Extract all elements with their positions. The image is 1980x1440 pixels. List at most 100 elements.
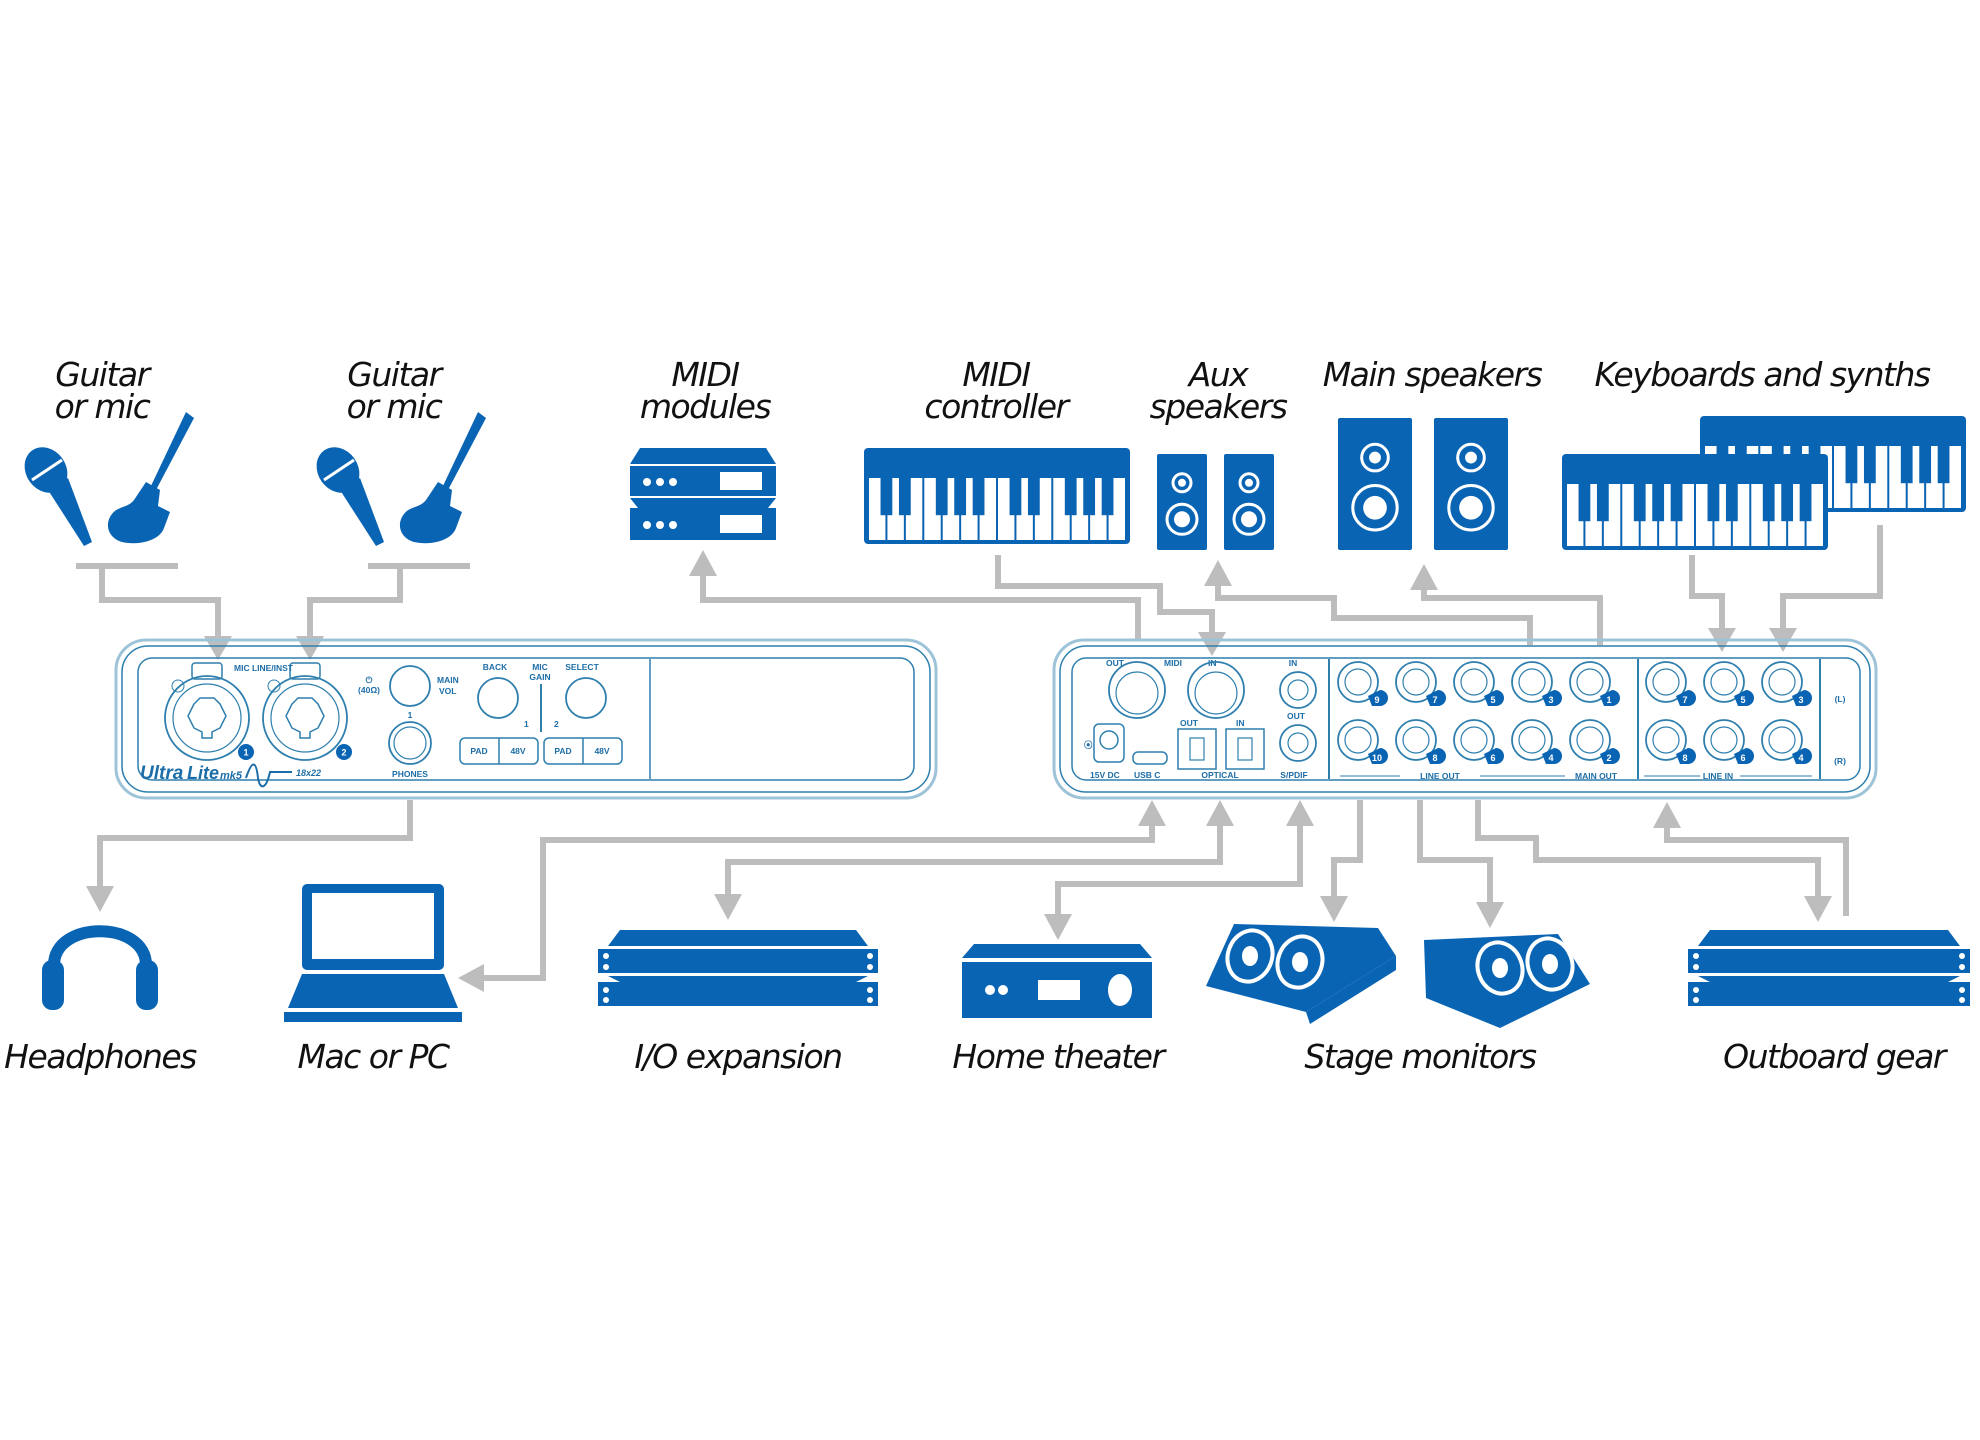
wire-keyboard-1: [1689, 555, 1725, 632]
midi-label: MIDI: [1164, 658, 1182, 668]
midi-in-port[interactable]: [1187, 661, 1245, 719]
optical-in-port[interactable]: [1225, 728, 1265, 770]
trs-jack[interactable]: 5: [1703, 661, 1754, 706]
trs-jack[interactable]: 1: [1569, 661, 1620, 706]
speaker-cabinet: [1434, 418, 1508, 550]
spdif-in-port[interactable]: [1279, 671, 1317, 709]
combo-input-2[interactable]: 2: [262, 662, 352, 761]
jack-inner: [1344, 668, 1372, 696]
trs-jack[interactable]: 3: [1761, 661, 1812, 706]
woofer: [1447, 484, 1495, 532]
spdif-label: S/PDIF: [1280, 770, 1307, 780]
svg-text:Ultra: Ultra: [140, 763, 184, 784]
main-volume-knob[interactable]: [389, 665, 431, 707]
jack-inner: [1652, 726, 1680, 754]
phantom-button-2[interactable]: 48V: [594, 746, 609, 756]
trs-jack[interactable]: 10: [1337, 719, 1388, 764]
arrow-down: [1198, 632, 1226, 656]
rack-screw: [603, 964, 609, 970]
tweeter-center: [1369, 451, 1381, 464]
back-knob[interactable]: [477, 677, 519, 719]
device-midi-controller: MIDI controller: [864, 355, 1130, 544]
rack-unit-icon: [598, 930, 878, 1006]
jack-inner: [1710, 668, 1738, 696]
device-label: Guitar: [347, 355, 444, 394]
tweeter: [1456, 442, 1486, 473]
arrow-down: [1804, 896, 1832, 922]
device-guitar-mic-2: Guitar or mic: [316, 355, 486, 546]
power-input[interactable]: [1093, 723, 1125, 763]
channel-1-label: 1: [524, 719, 529, 729]
jack-outer: [1645, 719, 1687, 761]
black-key: [972, 478, 985, 516]
rack-screw: [1693, 964, 1699, 970]
woofer: [1351, 484, 1399, 532]
trs-jack[interactable]: 3: [1511, 661, 1562, 706]
jack-outer: [1511, 661, 1553, 703]
pad-button-2[interactable]: PAD: [554, 746, 571, 756]
arrow-up: [1204, 560, 1232, 586]
arrow-down: [1476, 902, 1504, 928]
wire-io-expansion: [725, 820, 1223, 898]
device-label: Headphones: [4, 1037, 197, 1076]
device-headphones: Headphones: [4, 925, 199, 1076]
usb-c-port[interactable]: [1132, 751, 1168, 765]
svg-text:mk5: mk5: [220, 770, 243, 782]
trs-jack[interactable]: 7: [1645, 661, 1696, 706]
microphone-icon: [316, 447, 384, 546]
woofer: [1232, 502, 1266, 536]
svg-text:1: 1: [243, 748, 248, 758]
black-key: [1725, 484, 1738, 522]
jack-outer: [1395, 719, 1437, 761]
device-label: Stage monitors: [1304, 1037, 1536, 1076]
black-key: [1781, 484, 1794, 522]
trs-jack[interactable]: 4: [1761, 719, 1812, 764]
trs-jack[interactable]: 2: [1569, 719, 1620, 764]
device-label: Aux: [1187, 355, 1249, 394]
wire-stage-monitor-1: [1331, 800, 1363, 900]
power-icon: ⏻: [366, 675, 374, 685]
rack-screw: [867, 964, 873, 970]
spdif-out-port[interactable]: [1279, 724, 1317, 762]
select-knob[interactable]: [565, 677, 607, 719]
arrow-up: [1206, 800, 1234, 826]
arrow-down: [204, 636, 232, 660]
optical-out-port[interactable]: [1177, 728, 1217, 770]
jack-badge: [1600, 748, 1620, 764]
rack-unit: [1688, 949, 1970, 973]
jack-number: 6: [1490, 753, 1495, 763]
combo-input-1[interactable]: 1: [164, 662, 254, 761]
phantom-button-1[interactable]: 48V: [510, 746, 525, 756]
tweeter-center: [1178, 478, 1186, 487]
trs-jack[interactable]: 4: [1511, 719, 1562, 764]
pad-button-1[interactable]: PAD: [470, 746, 487, 756]
line-in-label: LINE IN: [1703, 771, 1733, 781]
black-key: [1919, 446, 1932, 484]
wire-outboard-return: [1664, 826, 1849, 916]
optical-in-label: IN: [1236, 718, 1245, 728]
arrow-up: [1653, 802, 1681, 828]
woofer: [1165, 502, 1199, 536]
black-key: [880, 478, 893, 516]
trs-jack[interactable]: 5: [1453, 661, 1504, 706]
rack-unit: [598, 949, 878, 973]
trs-jack[interactable]: 9: [1337, 661, 1388, 706]
trs-jack[interactable]: 6: [1453, 719, 1504, 764]
tweeter-center: [1245, 478, 1253, 487]
front-panel-outer: [114, 638, 938, 800]
midi-out-label: OUT: [1106, 658, 1125, 668]
device-label: Guitar: [55, 355, 152, 394]
polarity-icon: ⦿: [1084, 740, 1093, 750]
trs-jack[interactable]: 8: [1395, 719, 1446, 764]
main-out-label: MAIN OUT: [1575, 771, 1618, 781]
woofer-center: [1363, 495, 1387, 520]
midi-out-port[interactable]: [1108, 661, 1166, 719]
arrow-up: [1286, 800, 1314, 826]
trs-jack[interactable]: 6: [1703, 719, 1754, 764]
jack-badge: [1484, 748, 1504, 764]
trs-jack[interactable]: 7: [1395, 661, 1446, 706]
device-label: Outboard gear: [1723, 1037, 1949, 1076]
trs-jack[interactable]: 8: [1645, 719, 1696, 764]
tweeter: [1171, 472, 1193, 494]
headphone-jack[interactable]: [388, 721, 432, 765]
